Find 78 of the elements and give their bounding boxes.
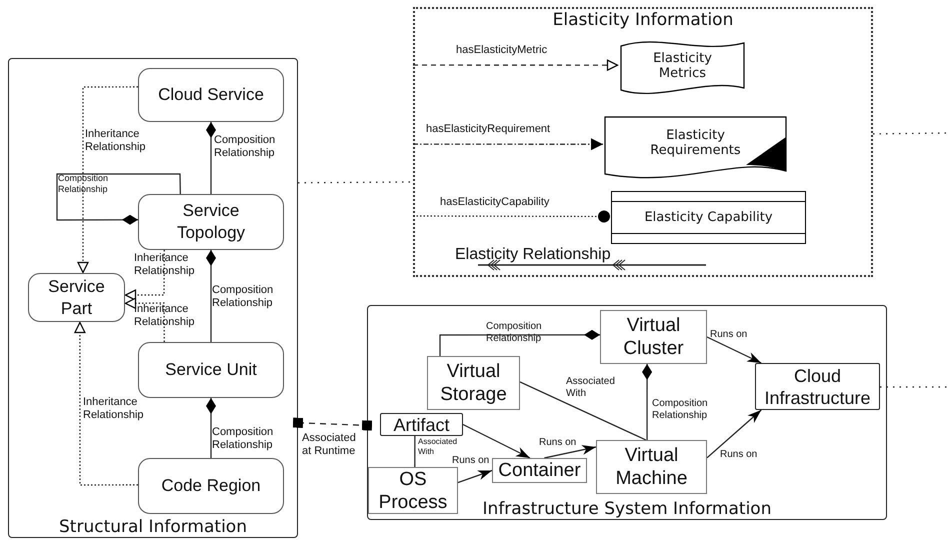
panel-title: Infrastructure System Information	[482, 499, 772, 519]
connector	[458, 470, 492, 484]
connector	[520, 381, 646, 441]
dashed-connector	[413, 138, 603, 150]
dashed-connector	[77, 86, 138, 274]
dashed-connector	[74, 322, 138, 486]
edge-label: Composition Relationship	[212, 426, 274, 452]
connector	[439, 330, 600, 356]
edge-label: Associated With	[418, 437, 458, 456]
edge-label: Inheritance Relationship	[134, 252, 196, 278]
class-box	[427, 356, 520, 410]
connector	[706, 410, 762, 458]
class-box	[492, 458, 587, 483]
edge-label: Composition Relationship	[214, 134, 276, 160]
box-label: Artifact	[392, 414, 450, 436]
dashed-connector	[124, 250, 165, 301]
edge-label: Composition Relationship	[652, 398, 709, 422]
document-shape	[604, 116, 787, 181]
class-box	[755, 363, 880, 410]
edge-label: hasElasticityCapability	[440, 196, 550, 210]
edge-label: Runs on	[710, 329, 748, 341]
connector	[206, 122, 216, 194]
edge-label: Runs on	[720, 449, 758, 461]
class-box	[138, 68, 284, 122]
edge-label: Runs on	[452, 455, 490, 467]
box-label: Service Part	[47, 276, 106, 320]
group-panel	[367, 305, 887, 520]
box-label: Service Unit	[164, 359, 258, 381]
connector	[206, 398, 216, 458]
box-label: Service Topology	[176, 200, 246, 244]
box-label: Cloud Infrastructure	[763, 364, 872, 408]
box-label: Elasticity Requirements	[649, 128, 742, 160]
dotted-group-panel	[413, 7, 873, 277]
class-box	[596, 440, 707, 494]
edge-label: Composition Relationship	[58, 173, 110, 195]
edge-label: Composition Relationship	[486, 321, 543, 345]
box-label: Elasticity Capability	[643, 210, 774, 225]
dashed-connector	[292, 418, 372, 431]
class-box	[138, 342, 284, 398]
edge-label: Inheritance Relationship	[85, 128, 147, 154]
connector	[706, 336, 762, 364]
edge-label: Composition Relationship	[212, 284, 274, 310]
connector	[544, 445, 596, 459]
dashed-connector	[413, 60, 618, 71]
class-box	[138, 194, 284, 250]
box-label: Virtual Machine	[614, 444, 688, 490]
connector	[462, 424, 530, 459]
edge-label: Associated With	[566, 376, 616, 400]
class-box	[611, 191, 806, 244]
dashed-connector	[873, 132, 948, 134]
dashed-connector	[413, 210, 610, 222]
edge-label: Runs on	[539, 437, 576, 449]
edge-label: Inheritance Relationship	[83, 396, 145, 422]
class-box	[138, 458, 284, 514]
panel-title: Structural Information	[59, 517, 247, 537]
relationship-label: Elasticity Relationship	[455, 246, 611, 264]
edge-label: hasElasticityMetric	[456, 44, 548, 58]
edge-label: Inheritance Relationship	[134, 303, 196, 330]
class-box	[600, 310, 707, 364]
group-panel	[8, 58, 298, 538]
box-label: Container	[497, 459, 582, 482]
connector	[206, 250, 216, 342]
connector	[642, 364, 652, 440]
panel-title: Elasticity Information	[552, 10, 734, 30]
connector	[414, 436, 416, 467]
connector	[56, 173, 181, 225]
box-label: Elasticity Metrics	[652, 51, 713, 83]
box-label: Virtual Storage	[439, 360, 508, 406]
class-box	[380, 413, 463, 436]
box-label: Cloud Service	[157, 84, 265, 106]
edge-label: hasElasticityRequirement	[426, 123, 550, 136]
box-label: Code Region	[160, 475, 262, 497]
box-label: Virtual Cluster	[622, 314, 685, 360]
edge-label: Associated at Runtime	[302, 432, 357, 458]
dashed-connector	[124, 298, 165, 342]
class-box	[28, 273, 125, 322]
class-box	[368, 467, 458, 514]
box-label: OS Process	[378, 468, 448, 514]
